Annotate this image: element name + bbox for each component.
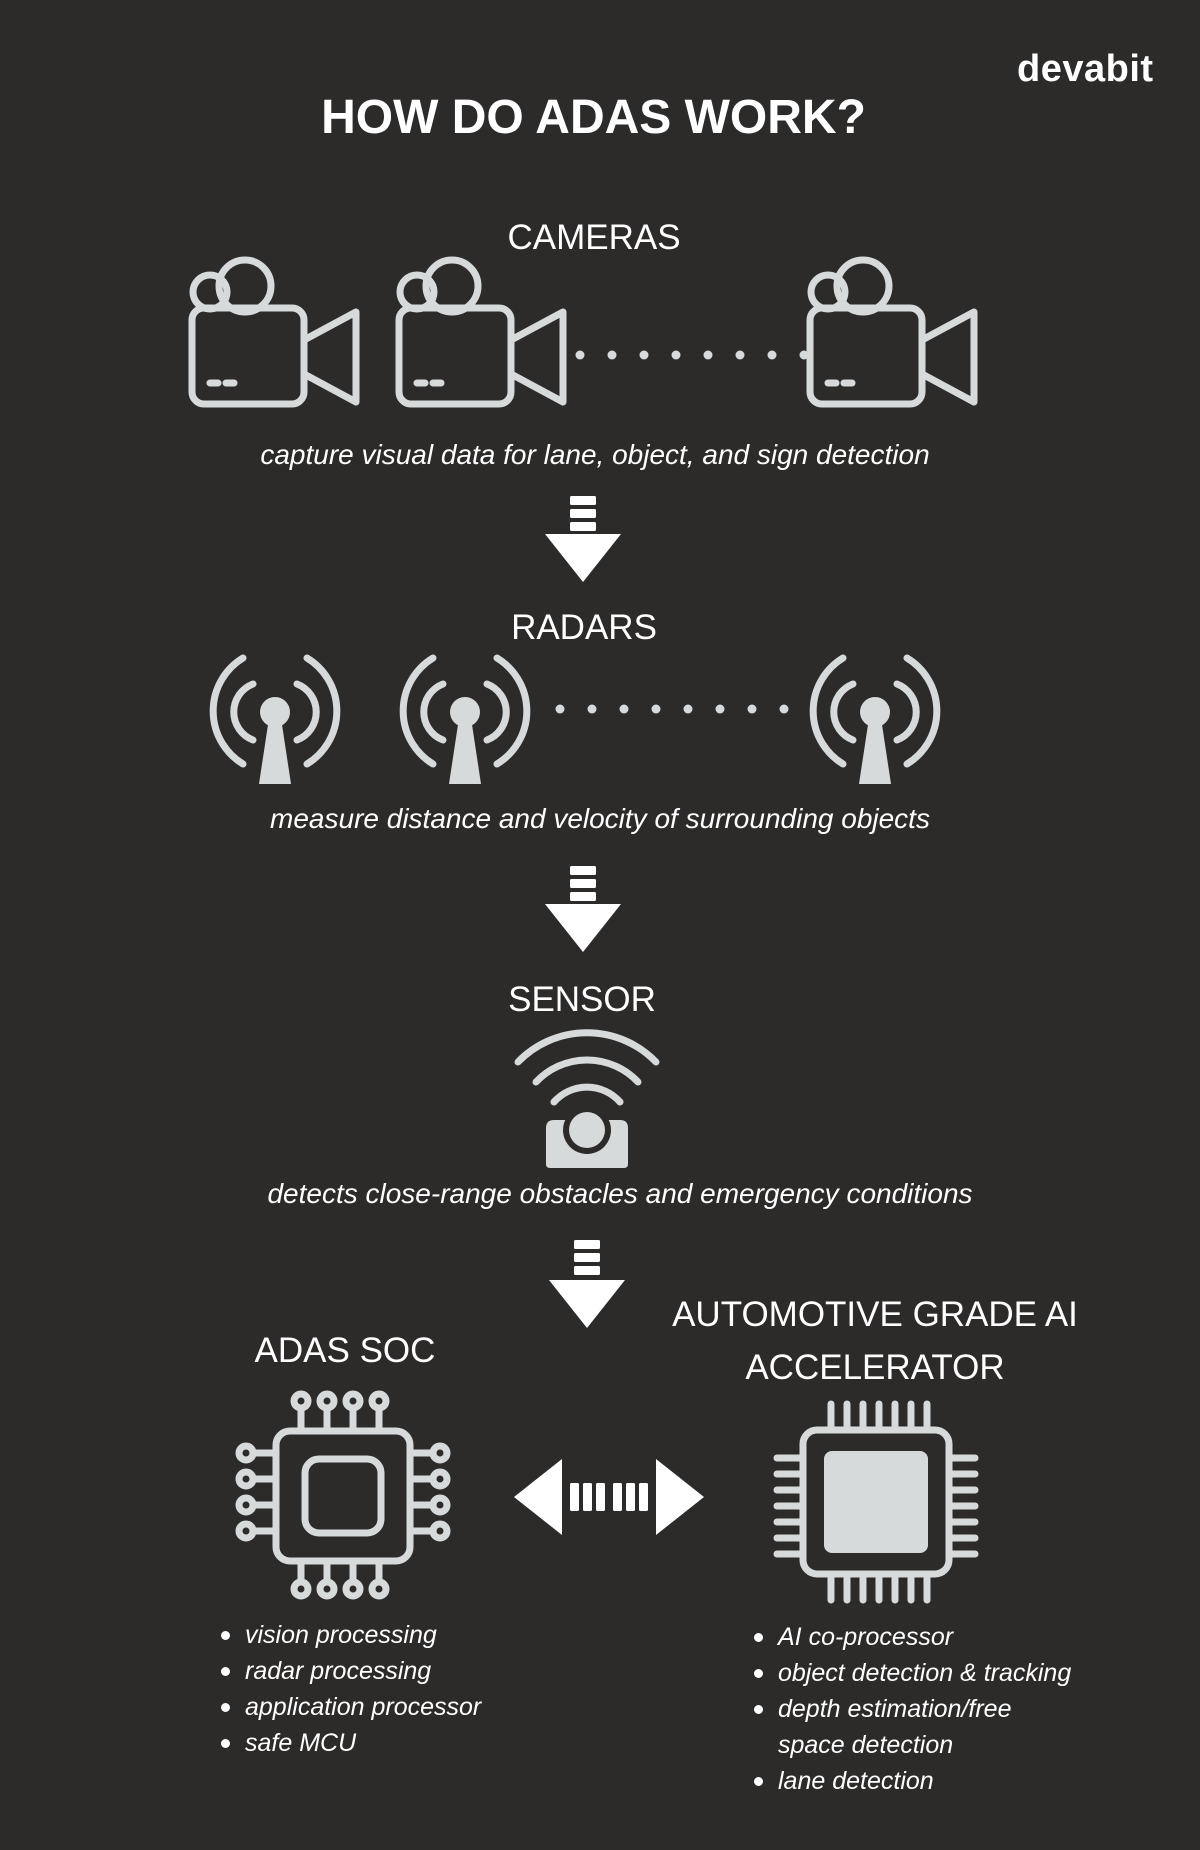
brand-logo: devabit: [1017, 48, 1154, 90]
list-item: vision processing: [219, 1617, 519, 1653]
accelerator-title-line2: ACCELERATOR: [745, 1348, 1005, 1387]
accelerator-bullet-list: AI co-processor object detection & track…: [752, 1619, 1082, 1799]
list-item: application processor: [219, 1689, 519, 1725]
radar-dotted-connector: [555, 704, 789, 714]
down-arrow-icon: [545, 866, 621, 952]
list-item: safe MCU: [219, 1725, 519, 1761]
page-title: HOW DO ADAS WORK?: [321, 91, 866, 144]
down-arrow-icon: [549, 1240, 625, 1328]
list-item: depth estimation/free space detection: [752, 1691, 1082, 1763]
circuit-chip-icon: [235, 1390, 451, 1600]
accelerator-title-line1: AUTOMOTIVE GRADE AI: [672, 1295, 1078, 1334]
down-arrow-icon: [545, 496, 621, 582]
list-item: lane detection: [752, 1763, 1082, 1799]
radar-antenna-icon: [399, 654, 531, 784]
sensor-caption: detects close-range obstacles and emerge…: [267, 1178, 973, 1209]
soc-bullet-list: vision processing radar processing appli…: [219, 1617, 519, 1761]
list-item: radar processing: [219, 1653, 519, 1689]
list-item: AI co-processor: [752, 1619, 1082, 1655]
list-item: object detection & tracking: [752, 1655, 1082, 1691]
radars-title: RADARS: [511, 608, 657, 647]
double-arrow-icon: [514, 1459, 704, 1535]
video-camera-icon: [806, 256, 978, 408]
camera-dotted-connector: [575, 350, 809, 360]
sensor-title: SENSOR: [508, 980, 656, 1019]
radar-antenna-icon: [209, 654, 341, 784]
cameras-title: CAMERAS: [507, 218, 681, 257]
processor-chip-icon: [773, 1400, 979, 1604]
video-camera-icon: [395, 256, 567, 408]
video-camera-icon: [188, 256, 360, 408]
cameras-caption: capture visual data for lane, object, an…: [260, 439, 930, 470]
radar-antenna-icon: [809, 654, 941, 784]
soc-title: ADAS SOC: [254, 1331, 436, 1370]
radars-caption: measure distance and velocity of surroun…: [270, 803, 930, 834]
proximity-sensor-icon: [514, 1029, 660, 1168]
